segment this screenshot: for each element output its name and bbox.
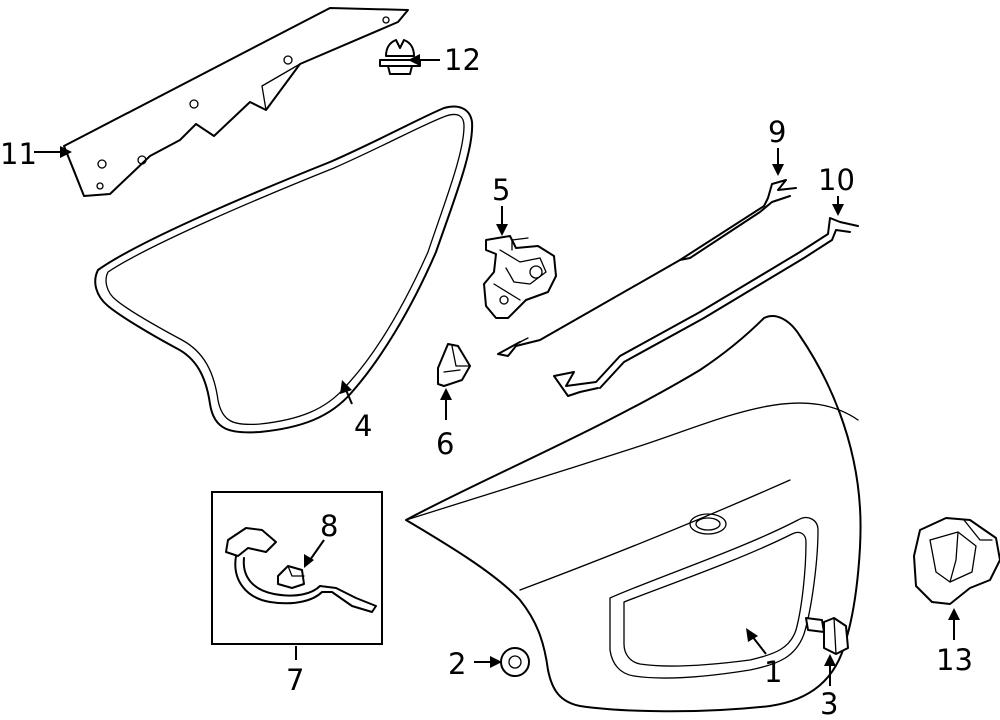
callout-labels: 11 12 4 5 6 7 8 9 10 1 2 3 13 — [0, 43, 973, 720]
lock-latch-part — [483, 235, 557, 319]
callout-3: 3 — [820, 687, 838, 720]
lock-actuator-part — [913, 517, 1000, 605]
callout-11: 11 — [0, 137, 37, 171]
hinge-assembly-group — [211, 491, 383, 645]
callout-5: 5 — [492, 173, 510, 207]
callout-6: 6 — [436, 427, 454, 461]
callout-2: 2 — [448, 647, 466, 681]
callout-8: 8 — [320, 509, 338, 543]
trunk-lid-part — [405, 315, 862, 713]
grommet-part — [500, 647, 530, 677]
latch-cover-part — [437, 343, 471, 387]
callout-1: 1 — [764, 655, 782, 689]
weatherstrip-seal-part — [94, 105, 474, 434]
leader-lines — [34, 54, 960, 686]
lock-rod-part — [553, 217, 859, 397]
panel-trim-part — [63, 7, 409, 197]
callout-9: 9 — [768, 115, 786, 149]
callout-12: 12 — [444, 43, 481, 77]
bumper-stop-part — [805, 617, 849, 655]
release-rod-part — [497, 179, 797, 357]
callout-4: 4 — [354, 409, 372, 443]
callout-10: 10 — [818, 163, 855, 197]
callout-13: 13 — [936, 643, 973, 677]
hinge-detail-frame — [211, 491, 383, 645]
callout-7: 7 — [286, 663, 304, 697]
